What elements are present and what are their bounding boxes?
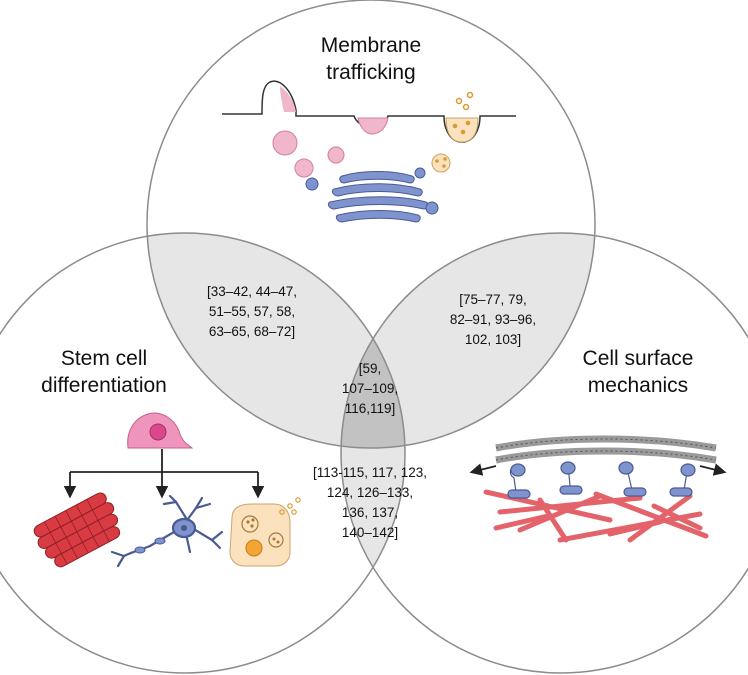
circle-cell-surface-mechanics [340,232,748,674]
actin-network-icon [483,489,709,543]
refs-line: [75–77, 79, [459,292,527,307]
secretory-cell-icon [229,497,301,567]
circle-membrane-trafficking [146,0,596,449]
refs-line: 140–142] [342,525,398,540]
stem-title-line2: differentiation [41,374,167,397]
refs-line: 102, 103] [465,332,521,347]
refs-membrane-stem: [33–42, 44–47, 51–55, 57, 58, 63–65, 68–… [207,284,297,339]
refs-line: 124, 126–133, [327,485,413,500]
stem-title-line1: Stem cell [61,347,147,370]
overlap-membrane-surface [341,233,595,448]
muscle-fiber-icon [33,492,121,568]
membrane-vesicle-icon [222,80,516,178]
refs-line: 51–55, 57, 58, [209,304,295,319]
circle-stem-cell-differentiation [0,232,406,674]
refs-line: 63–65, 68–72] [209,324,295,339]
refs-line: [113-115, 117, 123, [313,465,427,480]
stem-cell-icon [127,412,194,449]
refs-center: [59, 107–109, 116,119] [342,361,398,416]
refs-line: [33–42, 44–47, [207,284,297,299]
overlap-membrane-stem [147,233,405,448]
refs-line: 116,119] [345,401,396,416]
membrane-title-line2: trafficking [326,61,416,84]
overlap-shading [147,233,595,673]
surface-title-line2: mechanics [588,374,688,397]
refs-stem-surface: [113-115, 117, 123, 124, 126–133, 136, 1… [313,465,427,540]
refs-line: 136, 137, [342,505,398,520]
refs-line: 107–109, [342,381,398,396]
lipid-bilayer-icon [469,435,727,476]
refs-membrane-surface: [75–77, 79, 82–91, 93–96, 102, 103] [450,292,536,347]
golgi-apparatus-icon [305,167,439,223]
refs-line: [59, [359,361,382,376]
neuron-icon [110,494,224,568]
surface-title-line1: Cell surface [583,347,694,370]
membrane-linker-proteins [507,461,696,499]
differentiation-arrows [63,449,265,499]
membrane-title-line1: Membrane [321,34,421,57]
refs-line: 82–91, 93–96, [450,312,536,327]
